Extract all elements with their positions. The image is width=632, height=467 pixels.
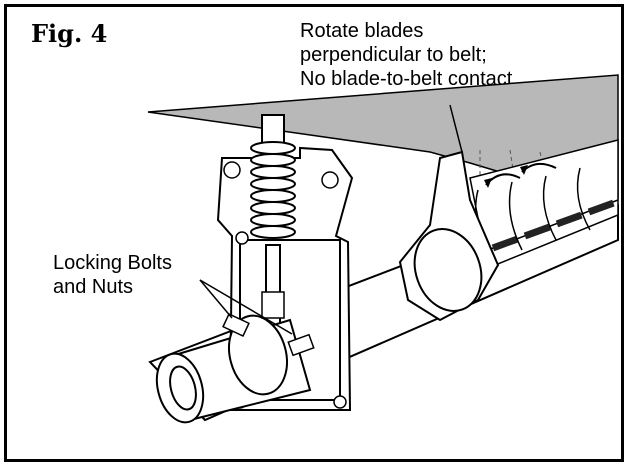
lock-leader-lines [199, 279, 293, 335]
rotate-callout-line-2: perpendicular to belt; [300, 44, 487, 66]
rotate-callout-line-3: No blade-to-belt contact [300, 68, 513, 90]
rotate-blades-callout: Rotate blades perpendicular to belt; No … [300, 19, 512, 91]
rotate-arrowheads [484, 165, 528, 188]
figure-title: Fig. 4 [31, 19, 108, 48]
shaft-end [155, 314, 312, 424]
blade-slots [491, 199, 615, 252]
lock-callout-line-2: and Nuts [53, 276, 134, 298]
locking-bolts [222, 291, 315, 357]
lock-callout-line-1: Locking Bolts [53, 252, 172, 274]
locking-bolts-callout: Locking Bolts and Nuts [53, 251, 172, 299]
tension-spring [250, 141, 296, 239]
shaft-clamp [398, 150, 500, 322]
rotate-callout-line-1: Rotate blades [300, 20, 424, 42]
rotate-leader-line [449, 104, 463, 153]
